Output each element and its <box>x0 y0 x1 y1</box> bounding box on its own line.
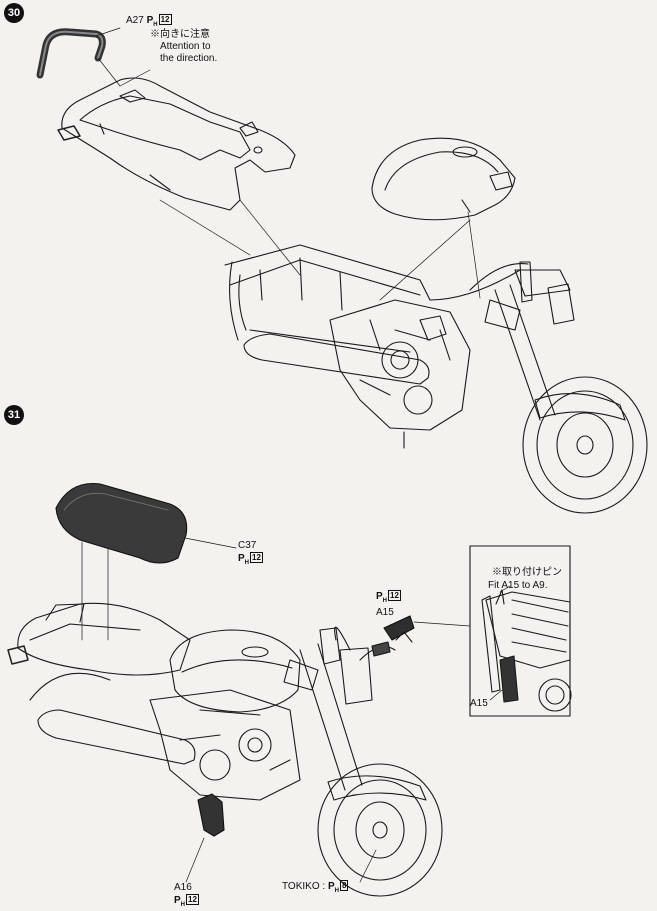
detail-note-en: Fit A15 to A9. <box>488 580 548 591</box>
part-number: A16 <box>174 882 192 893</box>
detail-note: ※取り付けピン Fit A15 to A9. <box>488 566 562 592</box>
motorcycle-step31 <box>7 602 471 897</box>
part-number: C37 <box>238 540 257 551</box>
paint-code: PH12 <box>238 552 263 566</box>
part-label-a15: PH12 A15 <box>376 590 401 619</box>
detail-inset <box>469 545 572 717</box>
tokiko-text: TOKIKO : <box>282 881 328 892</box>
direction-note-en-2: the direction. <box>160 53 218 64</box>
direction-note: ※向きに注意 Attention to the direction. <box>150 29 217 65</box>
part-label-c37: C37 PH12 <box>238 540 263 569</box>
motorcycle-step30 <box>224 244 648 514</box>
part-number: A27 <box>126 15 144 26</box>
direction-note-en-1: Attention to <box>160 41 211 52</box>
detail-part-label-a15: A15 <box>470 698 488 709</box>
part-label-a16: A16 PH12 <box>174 882 199 911</box>
paint-code: PH12 <box>376 590 401 604</box>
step-30-marker: 30 <box>4 3 24 23</box>
part-label-a27: A27 PH12 <box>126 14 172 31</box>
part-c37-seat <box>55 482 188 564</box>
part-number: A15 <box>376 607 394 618</box>
direction-note-jp: ※向きに注意 <box>150 29 210 40</box>
detail-note-jp: ※取り付けピン <box>492 567 562 578</box>
step-31-marker: 31 <box>4 405 24 425</box>
tokiko-decal-label: TOKIKO : PH8 <box>282 880 349 897</box>
tail-cowl-part <box>57 77 296 211</box>
paint-code: PH12 <box>174 894 199 908</box>
paint-code: PH8 <box>327 880 349 894</box>
fuel-tank-part <box>371 137 516 221</box>
paint-code: PH12 <box>146 14 172 28</box>
